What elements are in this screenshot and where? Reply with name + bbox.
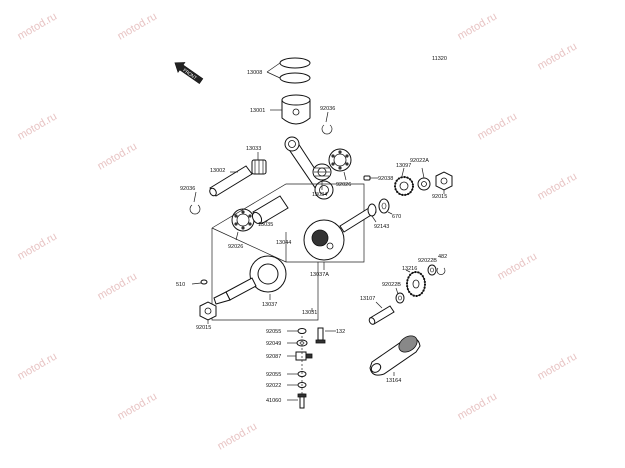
part-label-92015-a[interactable]: 92015 <box>432 194 447 200</box>
watermark-text: motod.ru <box>96 270 140 302</box>
part-label-13044[interactable]: 13044 <box>276 240 291 246</box>
part-label-92022a[interactable]: 92022A <box>410 158 429 164</box>
part-label-92036-b[interactable]: 92036 <box>180 186 195 192</box>
part-label-13037[interactable]: 13037 <box>262 302 277 308</box>
part-label-13034[interactable]: 13034 <box>312 192 327 198</box>
part-label-92055-b[interactable]: 92055 <box>266 372 281 378</box>
balancer-pin[interactable] <box>368 305 395 325</box>
part-label-92055-a[interactable]: 92055 <box>266 329 281 335</box>
part-label-482[interactable]: 482 <box>438 254 447 260</box>
watermark-text: motod.ru <box>116 10 160 42</box>
part-label-13035[interactable]: 13035 <box>258 222 273 228</box>
fitting-92087[interactable] <box>295 351 313 361</box>
part-label-13097[interactable]: 13097 <box>396 163 411 169</box>
watermark-text: motod.ru <box>456 390 500 422</box>
watermark-text: motod.ru <box>456 10 500 42</box>
nut-92015-left[interactable] <box>199 301 217 321</box>
part-label-13164[interactable]: 13164 <box>386 378 401 384</box>
watermark-text: motod.ru <box>216 420 260 452</box>
part-label-13033[interactable]: 13033 <box>246 146 261 152</box>
part-label-92038[interactable]: 92038 <box>378 176 393 182</box>
part-label-92026-b[interactable]: 92026 <box>336 182 351 188</box>
crank-web-left[interactable] <box>213 255 287 305</box>
collar-92143[interactable] <box>367 203 377 217</box>
connecting-rod[interactable] <box>284 136 334 200</box>
circlip-left[interactable] <box>189 204 201 215</box>
part-label-92026-a[interactable]: 92026 <box>228 244 243 250</box>
part-label-132[interactable]: 132 <box>336 329 345 335</box>
watermark-text: motod.ru <box>536 350 580 382</box>
watermark-text: motod.ru <box>496 250 540 282</box>
part-label-92015-b[interactable]: 92015 <box>196 325 211 331</box>
part-label-92022b2[interactable]: 92022B <box>382 282 401 288</box>
part-label-670[interactable]: 670 <box>392 214 401 220</box>
part-label-13001[interactable]: 13001 <box>250 108 265 114</box>
watermark-text: motod.ru <box>16 110 60 142</box>
part-label-92022[interactable]: 92022 <box>266 383 281 389</box>
nut-92015-right[interactable] <box>435 171 453 191</box>
oil-seal[interactable] <box>378 198 390 214</box>
small-end-bearing[interactable] <box>251 159 267 175</box>
primary-gear[interactable] <box>394 176 414 196</box>
balancer-shaft[interactable] <box>369 333 421 376</box>
woodruff-key[interactable] <box>363 175 371 181</box>
part-label-92087[interactable]: 92087 <box>266 354 281 360</box>
oring-92055-top[interactable] <box>297 328 307 334</box>
part-label-13037a[interactable]: 13037A <box>310 272 329 278</box>
front-arrow-icon: FRONT <box>174 62 204 85</box>
piston-rings[interactable] <box>279 57 311 84</box>
watermark-text: motod.ru <box>16 230 60 262</box>
part-510[interactable] <box>200 279 208 285</box>
part-label-13107[interactable]: 13107 <box>360 296 375 302</box>
piston[interactable] <box>281 94 311 125</box>
part-label-13002[interactable]: 13002 <box>210 168 225 174</box>
part-label-92049[interactable]: 92049 <box>266 341 281 347</box>
bolt-132[interactable] <box>315 327 326 344</box>
assembly-outline <box>211 183 365 321</box>
part-label-510[interactable]: 510 <box>176 282 185 288</box>
watermark-text: motod.ru <box>16 350 60 382</box>
part-label-13008[interactable]: 13008 <box>247 70 262 76</box>
washer-92022b[interactable] <box>427 264 437 276</box>
crank-pin[interactable] <box>251 195 289 225</box>
watermark-text: motod.ru <box>116 390 160 422</box>
part-label-41060[interactable]: 41060 <box>266 398 281 404</box>
crank-bearing-right[interactable] <box>328 148 352 172</box>
part-label-92143[interactable]: 92143 <box>374 224 389 230</box>
big-end-bearing[interactable] <box>312 163 332 181</box>
crank-web-right[interactable] <box>303 205 377 261</box>
watermark-text: motod.ru <box>96 140 140 172</box>
piston-pin[interactable] <box>208 165 253 197</box>
crank-bearing-left[interactable] <box>231 208 255 232</box>
part-label-92036-a[interactable]: 92036 <box>320 106 335 112</box>
part-label-13216[interactable]: 13216 <box>402 266 417 272</box>
part-label-13031[interactable]: 13031 <box>302 310 317 316</box>
washer-92022a[interactable] <box>417 177 431 191</box>
pin-41060[interactable] <box>297 393 307 409</box>
watermark-text: motod.ru <box>476 110 520 142</box>
circlip-482[interactable] <box>436 267 446 275</box>
watermark-text: motod.ru <box>536 40 580 72</box>
part-label-92022b[interactable]: 92022B <box>418 258 437 264</box>
balancer-gear[interactable] <box>406 271 426 297</box>
watermark-text: motod.ru <box>16 10 60 42</box>
watermark-text: motod.ru <box>536 170 580 202</box>
washer-92022[interactable] <box>395 292 405 304</box>
diagram-id: 11320 <box>432 56 447 62</box>
circlip[interactable] <box>321 124 333 135</box>
